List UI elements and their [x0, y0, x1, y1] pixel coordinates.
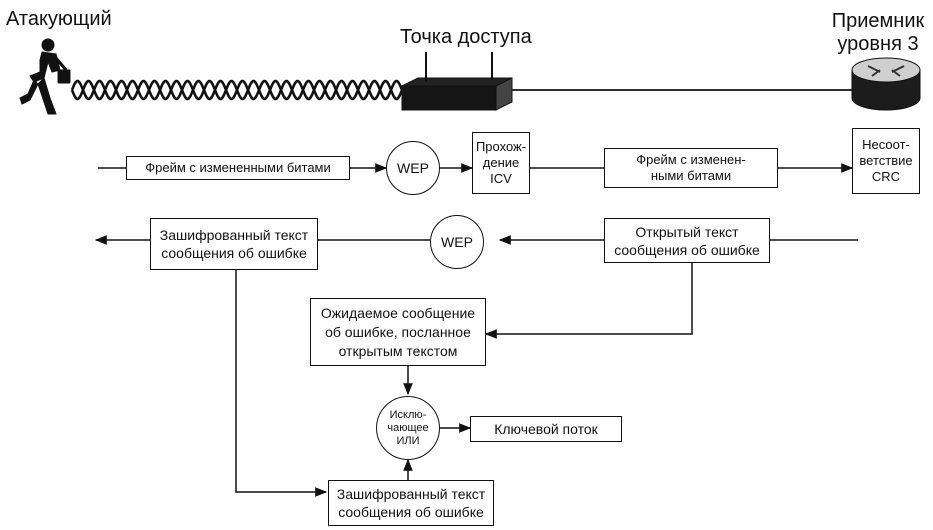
modified-frame-box: Фрейм с измененными битами	[126, 156, 350, 180]
plaintext-error-box: Открытый текст сообщения об ошибке	[604, 218, 770, 263]
icv-pass-box: Прохож- дение ICV	[472, 132, 530, 194]
modified-frame-box-2: Фрейм с изменен- ными битами	[604, 148, 778, 188]
encrypted-error-box: Зашифрованный текст сообщения об ошибке	[150, 218, 318, 270]
running-person-icon	[19, 38, 71, 115]
router-icon	[851, 57, 921, 111]
encrypted-error-box-2: Зашифрованный текст сообщения об ошибке	[328, 480, 494, 526]
access-point-icon	[401, 52, 513, 111]
attacker-label: Атакующий	[6, 8, 112, 30]
expected-message-box: Ожидаемое сообщение об ошибке, посланное…	[310, 298, 486, 366]
wep-circle-top: WEP	[386, 141, 440, 195]
radio-wave-icon	[70, 79, 406, 101]
keystream-box: Ключевой поток	[470, 416, 622, 442]
receiver-label: Приемник уровня 3	[831, 10, 925, 55]
access-point-label: Точка доступа	[400, 26, 532, 48]
wep-circle-middle: WEP	[430, 215, 484, 269]
xor-circle: Исклю- чающее ИЛИ	[376, 396, 440, 460]
wave-strand	[70, 79, 406, 101]
crc-mismatch-box: Несоот- ветствие CRC	[852, 128, 920, 194]
